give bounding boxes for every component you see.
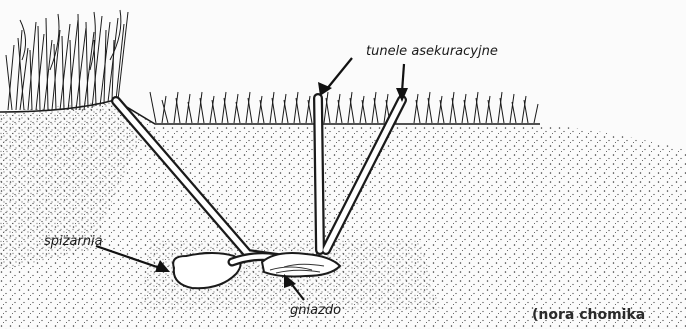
arrow-tunnel-left: [326, 58, 352, 90]
short-grass-right: [150, 92, 538, 123]
figure-caption: (nora chomika: [532, 307, 645, 323]
label-safety-tunnels: tunele asekuracyjne: [366, 44, 498, 59]
tall-grass-left: [6, 10, 128, 110]
label-pantry: spiżarnia: [44, 234, 103, 249]
label-nest: gniazdo: [290, 303, 341, 318]
arrow-tunnel-right: [402, 64, 404, 92]
